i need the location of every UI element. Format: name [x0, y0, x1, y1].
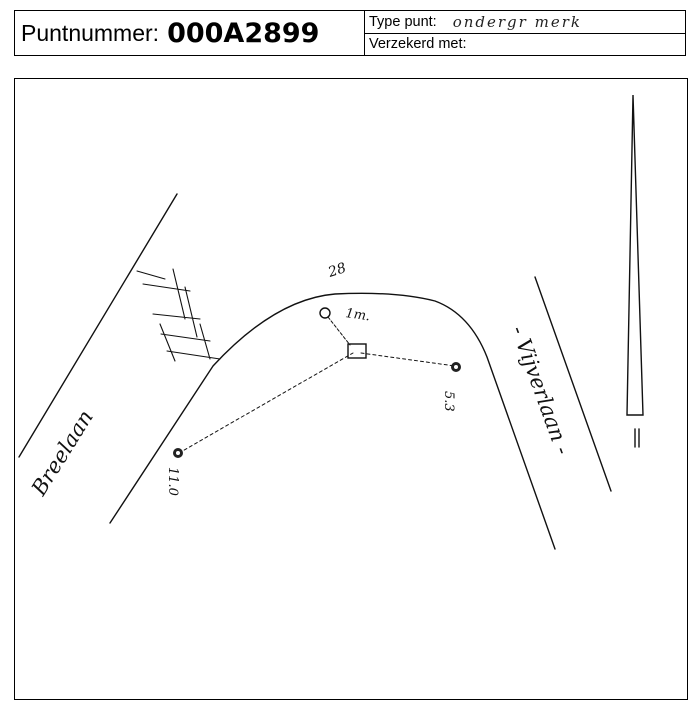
measure-label-top: 28 — [325, 260, 348, 281]
header-table: Puntnummer: 000A2899 Type punt: ondergr … — [14, 10, 686, 56]
street-name-vijverlaan: - Vijverlaan - — [506, 323, 575, 458]
reference-bolt-left — [173, 448, 183, 458]
north-arrow — [626, 94, 644, 448]
point-info-cell: Type punt: ondergr merk Verzekerd met: — [365, 11, 685, 55]
puntnummer-cell: Puntnummer: 000A2899 — [15, 11, 365, 55]
type-punt-label: Type punt: — [369, 13, 437, 30]
measure-line-left — [178, 352, 354, 454]
measure-label-offset: 1m. — [344, 306, 371, 324]
vijverlaan-outer-edge — [534, 276, 612, 492]
puntnummer-value: 000A2899 — [167, 17, 320, 49]
breelaan-inner-edge — [109, 292, 556, 550]
type-punt-value: ondergr merk — [452, 12, 582, 31]
underground-marker — [347, 343, 367, 359]
location-sketch: Breelaan - Vijverlaan - 28 1m. 5.3 11.0 — [14, 78, 688, 700]
reference-bolt-right — [451, 362, 461, 372]
measure-label-left: 11.0 — [165, 467, 180, 496]
property-marks — [136, 268, 221, 362]
puntnummer-label: Puntnummer: — [21, 19, 160, 46]
measure-line-offset — [327, 316, 351, 346]
breelaan-outer-edge — [18, 193, 178, 458]
type-punt-row: Type punt: ondergr merk — [365, 11, 685, 33]
verzekerd-met-label: Verzekerd met: — [369, 36, 467, 53]
sketch-drawing: Breelaan - Vijverlaan - 28 1m. 5.3 11.0 — [18, 94, 644, 550]
measure-line-right — [360, 352, 456, 367]
measure-label-right: 5.3 — [441, 391, 456, 412]
verzekerd-met-row: Verzekerd met: — [365, 32, 685, 56]
street-name-breelaan: Breelaan — [26, 406, 98, 501]
reference-point-circle — [319, 307, 331, 319]
